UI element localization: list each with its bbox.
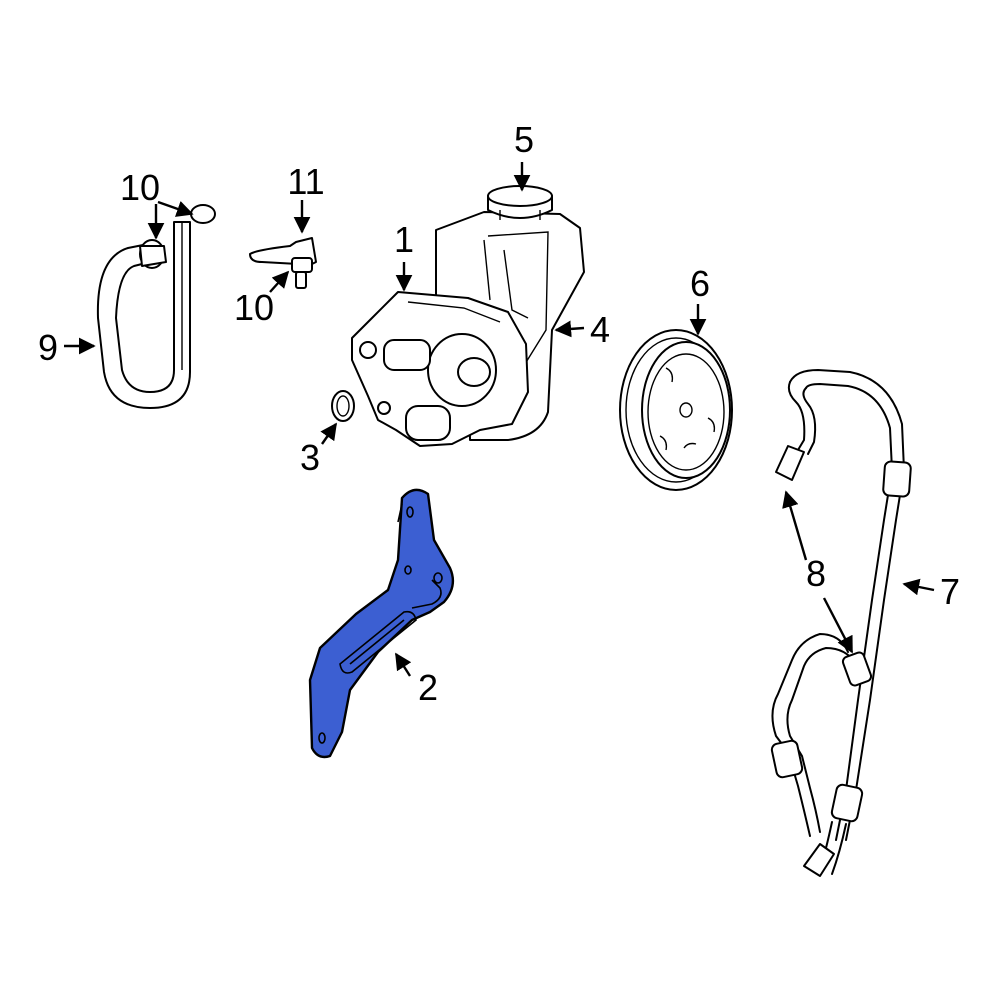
callout-9: 9 <box>38 327 58 368</box>
pulley-part[interactable] <box>619 329 733 491</box>
return-hose-part[interactable] <box>96 204 216 409</box>
callout-10-top: 10 <box>120 167 160 208</box>
bracket-part[interactable] <box>308 488 455 759</box>
pressure-hose-part[interactable] <box>770 369 912 877</box>
callout-5: 5 <box>514 119 534 160</box>
arrow-3 <box>320 422 337 445</box>
arrow-10a-2 <box>157 200 194 217</box>
o-ring-part[interactable] <box>331 390 355 422</box>
arrow-7 <box>902 578 935 596</box>
arrow-8a <box>782 490 808 561</box>
callout-4: 4 <box>590 309 610 350</box>
callout-6: 6 <box>690 263 710 304</box>
callout-3: 3 <box>300 437 320 478</box>
callout-arrows <box>64 162 935 677</box>
arrow-8b <box>822 597 854 654</box>
reservoir-cap-part[interactable] <box>487 185 553 220</box>
callout-7: 7 <box>940 571 960 612</box>
arrow-10b <box>269 270 290 293</box>
callout-10-bottom: 10 <box>234 287 274 328</box>
callout-2: 2 <box>418 667 438 708</box>
callout-8: 8 <box>806 553 826 594</box>
callout-labels: 1 2 3 4 5 6 7 8 9 10 10 11 <box>38 119 960 708</box>
arrow-4 <box>554 320 585 338</box>
arrow-2 <box>394 652 412 677</box>
fitting-part[interactable] <box>249 237 317 289</box>
callout-11: 11 <box>287 161 324 202</box>
pump-part[interactable] <box>351 291 529 447</box>
callout-1: 1 <box>394 219 414 260</box>
